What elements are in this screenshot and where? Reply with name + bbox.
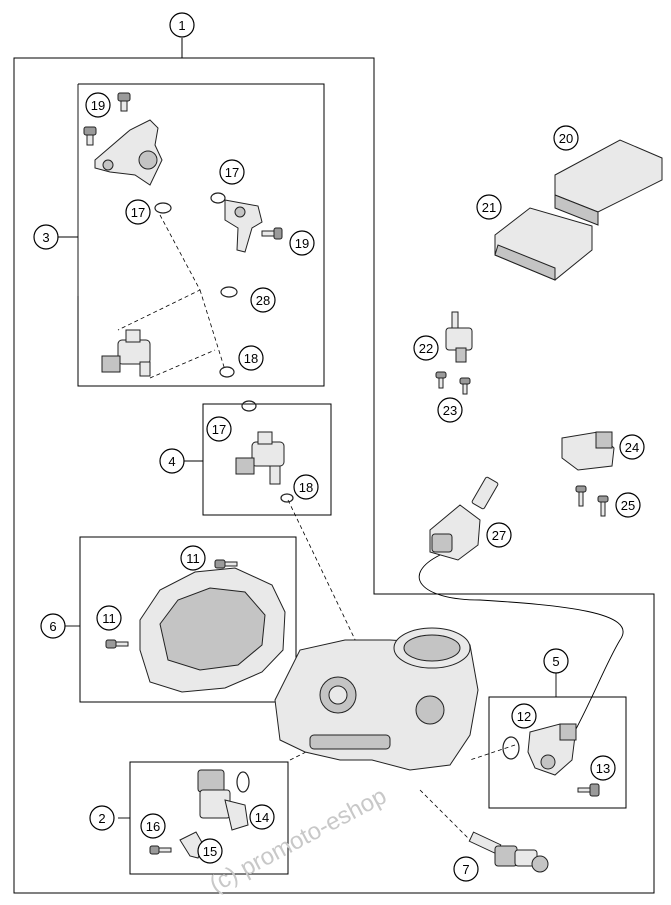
svg-text:22: 22 <box>419 341 433 356</box>
callout-4: 4 <box>159 448 185 474</box>
o-ring-18b <box>280 493 294 503</box>
screw-13 <box>577 783 600 797</box>
callout-15: 15 <box>197 838 223 864</box>
injector-holder-part <box>94 119 163 186</box>
callout-7: 7 <box>453 856 479 882</box>
callout-27: 27 <box>486 522 512 548</box>
sensor-24 <box>561 431 615 471</box>
throttle-body <box>274 627 479 771</box>
o-ring-28 <box>220 286 238 298</box>
callout-19: 19 <box>289 230 315 256</box>
callout-17: 17 <box>206 416 232 442</box>
callout-13: 13 <box>590 755 616 781</box>
map-sensor <box>197 769 249 831</box>
svg-text:2: 2 <box>98 811 105 826</box>
watermark-text: (c) promoto-eshop <box>205 782 391 898</box>
svg-text:4: 4 <box>168 454 175 469</box>
o-ring-17c <box>241 400 257 412</box>
throttle-cover <box>139 567 286 693</box>
callout-18: 18 <box>238 345 264 371</box>
svg-text:3: 3 <box>42 230 49 245</box>
svg-text:19: 19 <box>295 236 309 251</box>
svg-text:17: 17 <box>212 422 226 437</box>
idle-valve-7 <box>468 831 549 873</box>
screws-25 <box>575 485 609 517</box>
group-box-4 <box>202 403 332 516</box>
svg-text:1: 1 <box>178 18 185 33</box>
svg-text:12: 12 <box>517 709 531 724</box>
control-unit-20 <box>554 139 663 226</box>
screw-19a <box>117 92 131 112</box>
callout-14: 14 <box>249 804 275 830</box>
callout-17: 17 <box>219 159 245 185</box>
svg-text:11: 11 <box>102 611 116 626</box>
screw-19c <box>261 227 283 240</box>
callouts-layer: 1234567111112131415161717181919202122232… <box>33 12 645 882</box>
svg-text:13: 13 <box>596 761 610 776</box>
svg-text:15: 15 <box>203 844 217 859</box>
callout-19: 19 <box>85 92 111 118</box>
sensor-22 <box>445 311 473 363</box>
callout-24: 24 <box>619 434 645 460</box>
throttle-position-sensor <box>527 723 577 776</box>
svg-text:11: 11 <box>186 551 200 566</box>
o-ring-18a <box>219 366 235 378</box>
fuel-injector-3 <box>101 329 151 377</box>
callout-17: 17 <box>125 199 151 225</box>
svg-text:18: 18 <box>299 480 313 495</box>
svg-text:17: 17 <box>131 205 145 220</box>
o-ring-17b <box>210 192 226 204</box>
svg-text:7: 7 <box>462 862 469 877</box>
callout-25: 25 <box>615 492 641 518</box>
callout-22: 22 <box>413 335 439 361</box>
callout-6: 6 <box>40 613 66 639</box>
svg-text:14: 14 <box>255 810 269 825</box>
assembly-frame <box>13 38 655 894</box>
svg-text:19: 19 <box>91 98 105 113</box>
screw-16 <box>149 845 172 855</box>
svg-text:18: 18 <box>244 351 258 366</box>
callout-20: 20 <box>553 125 579 151</box>
injector-adapter-part <box>224 199 263 253</box>
o-ring-group-5 <box>502 736 520 760</box>
screws-23 <box>435 371 471 395</box>
svg-text:27: 27 <box>492 528 506 543</box>
o-ring-17a <box>154 202 172 214</box>
group-box-3 <box>77 83 325 387</box>
screw-11a <box>214 559 238 569</box>
sensor-27 <box>429 476 499 561</box>
callout-12: 12 <box>511 703 537 729</box>
callout-21: 21 <box>476 194 502 220</box>
callout-16: 16 <box>140 813 166 839</box>
svg-text:17: 17 <box>225 165 239 180</box>
screw-11b <box>105 639 129 649</box>
o-ring-14 <box>236 771 250 793</box>
callout-5: 5 <box>543 648 569 674</box>
callout-28: 28 <box>250 287 276 313</box>
callout-1: 1 <box>169 12 195 38</box>
svg-text:28: 28 <box>256 293 270 308</box>
callout-3: 3 <box>33 224 59 250</box>
callout-11: 11 <box>180 545 206 571</box>
control-unit-21 <box>494 207 593 281</box>
svg-text:16: 16 <box>146 819 160 834</box>
callout-2: 2 <box>89 805 115 831</box>
svg-text:23: 23 <box>443 403 457 418</box>
callout-23: 23 <box>437 397 463 423</box>
svg-text:20: 20 <box>559 131 573 146</box>
group-box-5 <box>488 696 627 809</box>
group-box-6 <box>79 536 297 703</box>
fuel-injector-4 <box>235 431 285 485</box>
callout-18: 18 <box>293 474 319 500</box>
callout-11: 11 <box>96 605 122 631</box>
svg-text:6: 6 <box>49 619 56 634</box>
svg-text:21: 21 <box>482 200 496 215</box>
screw-19b <box>83 126 97 146</box>
svg-text:24: 24 <box>625 440 639 455</box>
svg-text:25: 25 <box>621 498 635 513</box>
svg-text:5: 5 <box>552 654 559 669</box>
